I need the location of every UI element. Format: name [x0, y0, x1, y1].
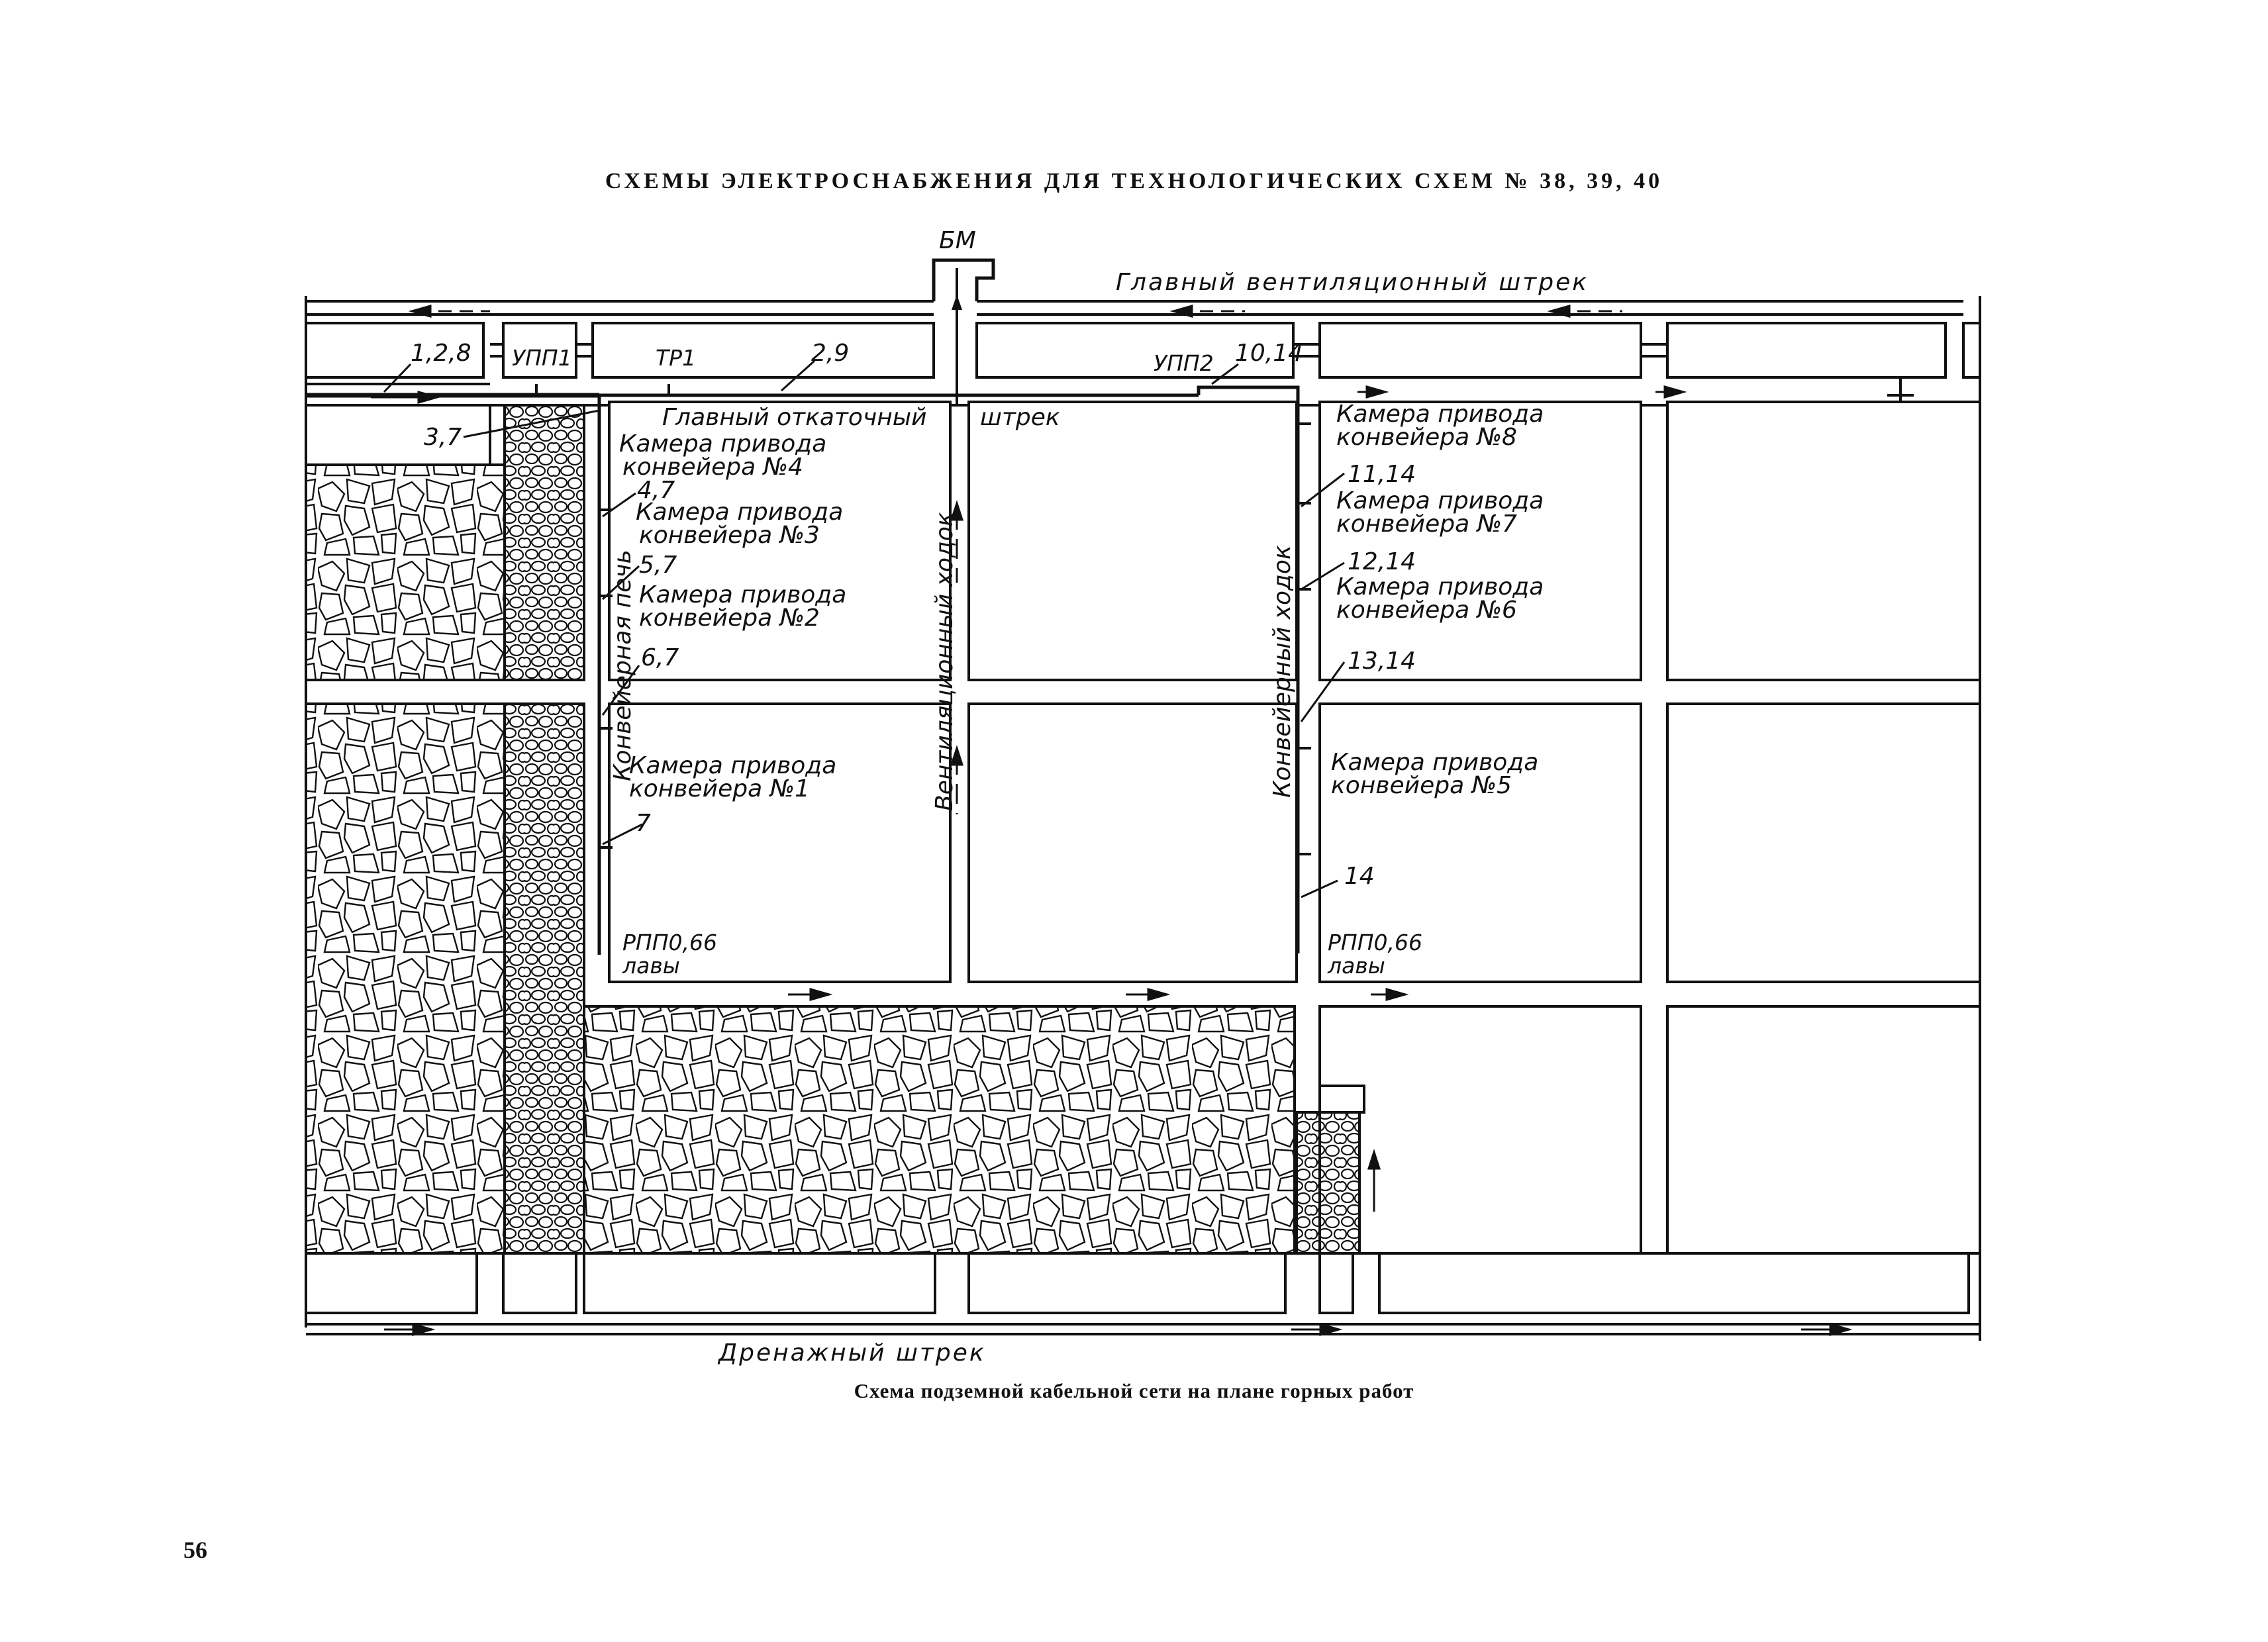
label-cable-67: 6,7 — [641, 644, 679, 671]
label-cam1-b: конвейера №1 — [629, 775, 810, 802]
rubble-zone-lower — [503, 702, 585, 1255]
lower-pillar-right-b — [1666, 1005, 1981, 1255]
junction-ticks — [490, 343, 1667, 358]
airflow-arrows — [371, 305, 1853, 1336]
label-cable-128: 1,2,8 — [411, 340, 471, 367]
label-conv-hodok: Конвейерный ходок — [1269, 545, 1296, 798]
rock-area-lower-left — [305, 702, 506, 1255]
drainage-drift — [306, 1323, 1980, 1335]
cable-ticks — [535, 384, 1311, 855]
label-cam2-a: Камера привода — [639, 581, 846, 608]
label-cable-1114: 11,14 — [1348, 461, 1416, 488]
label-cam6-b: конвейера №6 — [1336, 597, 1517, 624]
label-cam1-a: Камера привода — [629, 752, 836, 779]
rock-area-lower-center — [583, 1005, 1296, 1255]
label-rpp-left-a: РПП0,66 — [622, 930, 717, 955]
fan-duct-arrow — [952, 295, 962, 310]
label-cable-7: 7 — [636, 810, 651, 837]
label-cam2-b: конвейера №2 — [639, 604, 820, 632]
label-rpp-left-b: лавы — [622, 953, 680, 979]
rubble-zone-right — [1295, 1111, 1361, 1255]
label-rpp-right-b: лавы — [1327, 953, 1385, 979]
label-conv-pech: Конвейерная печь — [609, 550, 636, 781]
label-cam7-a: Камера привода — [1336, 487, 1544, 514]
main-ventilation-drift — [306, 300, 1963, 316]
label-shtrek: штрек — [980, 404, 1060, 431]
fan-bm-symbol — [932, 258, 995, 301]
label-cam4-b: конвейера №4 — [622, 454, 803, 481]
label-main-vent-drift: Главный вентиляционный штрек — [1116, 269, 1589, 296]
middle-pillars — [608, 401, 1981, 983]
label-drain-drift: Дренажный штрек — [717, 1339, 986, 1367]
label-cam7-b: конвейера №7 — [1336, 510, 1517, 538]
label-cam4-a: Камера привода — [619, 430, 826, 458]
label-bm: БМ — [939, 227, 976, 254]
rubble-zone-upper — [503, 404, 585, 681]
label-rpp-right-a: РПП0,66 — [1328, 930, 1422, 955]
label-cam5-a: Камера привода — [1331, 749, 1538, 776]
page-title: СХЕМЫ ЭЛЕКТРОСНАБЖЕНИЯ ДЛЯ ТЕХНОЛОГИЧЕСК… — [605, 169, 1663, 193]
page-number: 56 — [183, 1537, 207, 1563]
label-tr1: ТР1 — [656, 345, 696, 371]
label-cam3-b: конвейера №3 — [639, 522, 820, 549]
label-cable-1014: 10,14 — [1235, 340, 1303, 367]
label-upp2: УПП2 — [1154, 350, 1214, 376]
label-cam3-a: Камера привода — [636, 499, 843, 526]
label-cam8-a: Камера привода — [1336, 401, 1544, 428]
label-main-haulage: Главный откаточный — [662, 404, 927, 431]
top-pillars — [305, 322, 1981, 379]
label-cable-14: 14 — [1344, 863, 1375, 890]
label-cam5-b: конвейера №5 — [1331, 772, 1512, 799]
label-cable-37: 3,7 — [424, 424, 462, 451]
leader-lines — [383, 360, 1346, 898]
figure-caption: Схема подземной кабельной сети на плане … — [854, 1379, 1414, 1402]
rock-area-upper-left — [305, 463, 506, 681]
label-cam6-a: Камера привода — [1336, 573, 1544, 601]
label-cable-1314: 13,14 — [1348, 648, 1416, 675]
label-cam8-b: конвейера №8 — [1336, 424, 1517, 451]
label-cable-29: 2,9 — [811, 340, 849, 367]
left-pillar-top — [305, 404, 491, 466]
label-cable-47: 4,7 — [637, 477, 675, 504]
lower-pillar-right-a — [1318, 1005, 1642, 1255]
bottom-pillars — [305, 1252, 1970, 1314]
label-upp1: УПП1 — [512, 345, 572, 371]
label-cable-57: 5,7 — [639, 552, 677, 579]
label-cable-1214: 12,14 — [1348, 548, 1416, 575]
label-vent-hodok: Вентиляционный ходок — [931, 512, 958, 811]
